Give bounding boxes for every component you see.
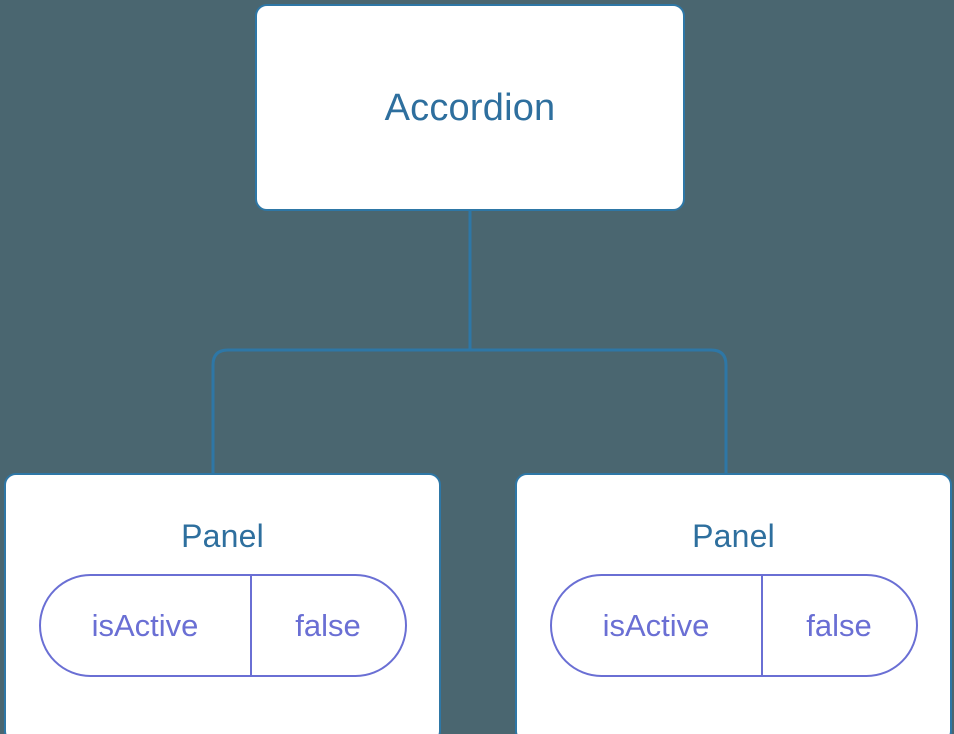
node-panel-2-prop-key: isActive xyxy=(552,576,763,675)
node-panel-2-prop-value: false xyxy=(806,608,872,643)
edge-bus-to-right-panel xyxy=(470,348,728,475)
node-panel-1-prop-value: false xyxy=(295,608,361,643)
node-panel-2-title: Panel xyxy=(692,518,775,554)
node-panel-2[interactable]: Panel isActive false xyxy=(515,473,952,734)
edge-bus-to-left-panel xyxy=(211,348,470,475)
node-panel-1-prop-key: isActive xyxy=(41,576,252,675)
node-panel-2-prop-isactive[interactable]: isActive false xyxy=(549,574,918,677)
node-panel-1[interactable]: Panel isActive false xyxy=(4,473,441,734)
node-accordion-title: Accordion xyxy=(384,86,556,129)
node-accordion[interactable]: Accordion xyxy=(255,4,685,211)
node-panel-1-prop-isactive[interactable]: isActive false xyxy=(38,574,407,677)
node-panel-1-title: Panel xyxy=(181,518,264,554)
